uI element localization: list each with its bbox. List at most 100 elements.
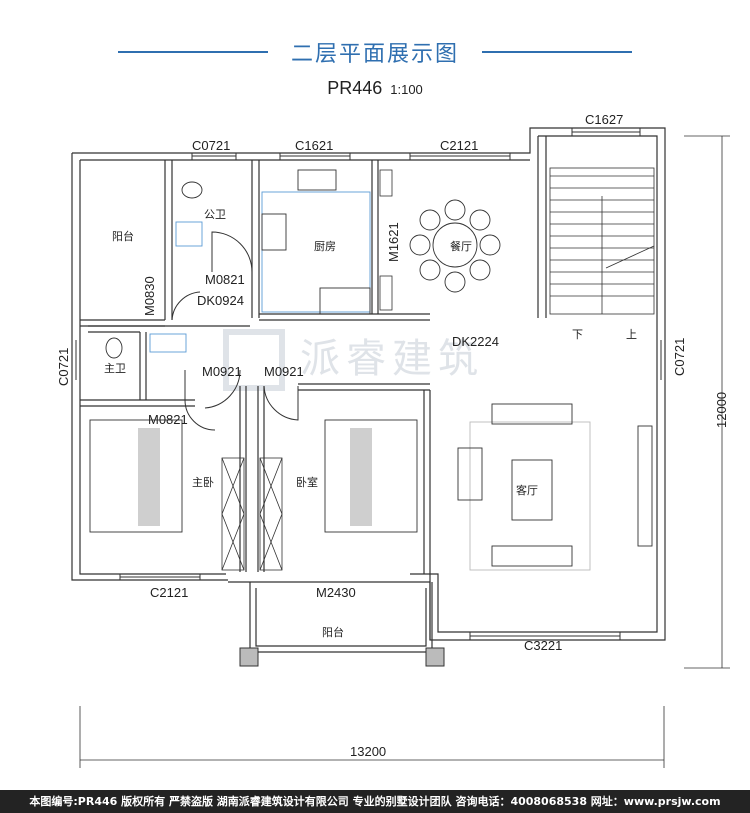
cabinet-dining-1 <box>379 169 393 197</box>
armchair <box>457 447 483 501</box>
dining-chair <box>444 199 466 221</box>
wall-kitchen-dining <box>371 160 379 314</box>
label-c0721-top: C0721 <box>192 138 230 153</box>
dimension-width-line <box>79 706 665 768</box>
floor-plan: 派睿建筑 <box>56 112 730 768</box>
sofa-north <box>491 403 573 425</box>
door-m0821-master-bath <box>184 370 216 431</box>
wall-bath-kitchen <box>251 160 260 318</box>
footer-bar: 本图编号:PR446 版权所有 严禁盗版 湖南派睿建筑设计有限公司 专业的别墅设… <box>0 790 750 813</box>
dining-chair <box>469 209 491 231</box>
door-m0821-public-bath <box>211 231 253 273</box>
dining-chair <box>479 234 501 256</box>
kitchen-stove <box>261 213 287 251</box>
dining-chair <box>469 259 491 281</box>
window-c1627 <box>571 128 641 136</box>
label-dk0924: DK0924 <box>197 293 244 308</box>
label-stair-down: 下 <box>572 328 583 341</box>
sofa-south <box>491 545 573 567</box>
kitchen-fridge <box>319 287 371 315</box>
pillar-right <box>425 647 445 667</box>
door-m0921-master <box>204 369 241 409</box>
watermark: 派睿建筑 <box>300 336 484 382</box>
dimension-height: 12000 <box>714 392 729 428</box>
label-m0821-a: M0821 <box>205 272 245 287</box>
window-c0721-left <box>71 340 77 380</box>
bed-master <box>89 419 183 533</box>
plan-code-line: PR446 1:100 <box>0 78 750 99</box>
dining-chair <box>419 259 441 281</box>
staircase <box>549 167 655 315</box>
wall-balcony-south <box>80 319 165 327</box>
wall-master-bath-east <box>139 332 147 400</box>
room-dining: 餐厅 <box>450 239 472 253</box>
wardrobe-master <box>221 457 245 571</box>
label-m1621: M1621 <box>386 222 401 262</box>
label-m0921-a: M0921 <box>202 364 242 379</box>
room-balcony-south: 阳台 <box>322 625 344 639</box>
outer-wall-east-inner <box>410 135 658 633</box>
room-bedroom: 卧室 <box>296 475 318 489</box>
outer-wall-west <box>71 153 228 581</box>
outer-wall-west-inner <box>79 160 226 575</box>
wall-bath-north <box>88 325 250 333</box>
page-title: 二层平面展示图 <box>290 42 459 67</box>
wall-bedroom-east <box>423 390 431 640</box>
label-c1627: C1627 <box>585 112 623 127</box>
living-rug <box>469 421 591 571</box>
plan-scale: 1:100 <box>390 82 423 97</box>
label-m0830: M0830 <box>142 276 157 316</box>
wall-balcony-bath <box>164 160 173 320</box>
room-master-bed: 主卧 <box>192 476 214 489</box>
label-c3221: C3221 <box>524 638 562 653</box>
dimension-height-line <box>684 135 730 669</box>
room-kitchen: 厨房 <box>314 240 336 253</box>
plan-code: PR446 <box>327 78 383 98</box>
dining-chair <box>409 234 431 256</box>
watermark-logo <box>223 329 285 391</box>
wall-bedroom-west <box>257 386 265 572</box>
label-dk2224: DK2224 <box>452 334 499 349</box>
wall-stair-west <box>537 136 547 318</box>
window-c1621 <box>279 153 351 160</box>
window-c2121-bottom <box>119 574 201 580</box>
label-c0721-right: C0721 <box>672 338 687 376</box>
wardrobe-bedroom <box>259 457 283 571</box>
label-m0921-b: M0921 <box>264 364 304 379</box>
coffee-table <box>511 459 553 521</box>
label-c2121-bottom: C2121 <box>150 585 188 600</box>
label-m2430: M2430 <box>316 585 356 600</box>
label-c2121-top: C2121 <box>440 138 478 153</box>
label-c0721-left: C0721 <box>56 348 71 386</box>
wall-bedroom-north <box>298 383 430 391</box>
dining-table <box>432 222 478 268</box>
door-m0830 <box>171 291 201 321</box>
cabinet-dining-2 <box>379 275 393 311</box>
window-c0721-right <box>660 340 666 380</box>
dining-chair <box>444 271 466 293</box>
basin-master <box>149 333 187 353</box>
room-balcony-west: 阳台 <box>112 229 134 243</box>
wall-master-bed-east <box>239 386 247 572</box>
title-rule-right <box>482 51 632 53</box>
kitchen-counter <box>261 191 371 313</box>
room-master-bath: 主卫 <box>104 362 126 375</box>
bed-bedroom <box>324 419 418 533</box>
wall-master-bath-south <box>80 399 195 407</box>
door-m0921-bedroom <box>263 385 299 421</box>
label-c1621: C1621 <box>295 138 333 153</box>
tv-cabinet <box>637 425 653 547</box>
south-balcony-rail-inner <box>255 588 427 647</box>
window-c0721-top <box>191 153 237 160</box>
label-m0821-b: M0821 <box>148 412 188 427</box>
toilet-master <box>105 337 123 359</box>
dining-chair <box>419 209 441 231</box>
south-balcony-rail <box>249 582 433 653</box>
window-c3221 <box>469 632 621 640</box>
pillar-left <box>239 647 259 667</box>
window-c2121-top <box>409 153 511 160</box>
kitchen-sink <box>297 169 337 191</box>
dimension-width: 13200 <box>350 744 386 759</box>
basin-public <box>175 221 203 247</box>
room-living: 客厅 <box>516 483 538 497</box>
